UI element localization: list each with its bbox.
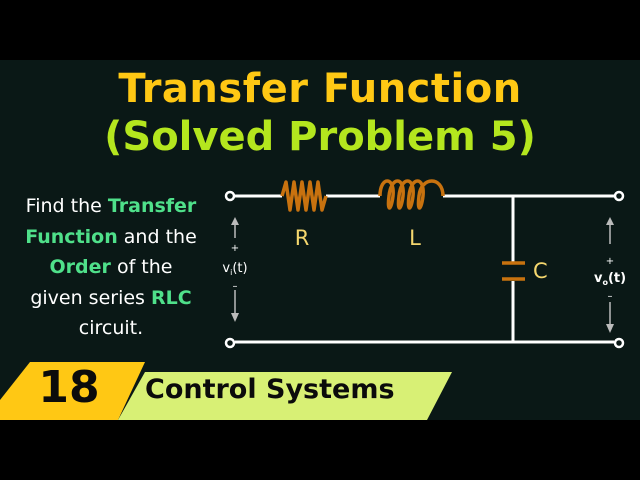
title-main: Transfer Function xyxy=(118,66,522,112)
input-voltage-arrows xyxy=(231,217,239,322)
output-voltage-label: vo(t) xyxy=(594,271,626,287)
slide-background xyxy=(0,60,640,420)
output-plus: + xyxy=(606,256,614,267)
episode-number: 18 xyxy=(38,362,100,413)
problem-text: Find the xyxy=(25,195,108,217)
problem-text: and the xyxy=(117,225,197,248)
inductor-label: L xyxy=(409,226,421,250)
episode-number-badge xyxy=(0,362,145,420)
problem-statement: Find the Transfer Function and the Order… xyxy=(8,191,214,344)
title-subtitle: (Solved Problem 5) xyxy=(104,114,536,160)
input-minus: – xyxy=(233,281,238,292)
capacitor-icon xyxy=(502,261,525,281)
course-title: Control Systems xyxy=(145,374,395,405)
output-minus: – xyxy=(608,291,613,302)
inductor-icon xyxy=(378,179,445,210)
resistor-icon xyxy=(280,180,328,212)
input-voltage-label: vi(t) xyxy=(222,261,247,277)
top-wire xyxy=(235,194,614,344)
output-voltage-arrows xyxy=(606,217,614,333)
resistor-label: R xyxy=(295,226,310,250)
problem-text: of the xyxy=(110,256,173,278)
top-letterbox xyxy=(0,0,640,60)
problem-highlight: Transfer xyxy=(107,195,197,217)
bottom-letterbox xyxy=(0,420,640,480)
problem-text: circuit. xyxy=(78,317,144,339)
course-title-badge xyxy=(118,372,452,420)
capacitor-label: C xyxy=(533,259,548,283)
problem-text: given series xyxy=(30,286,151,309)
input-plus: + xyxy=(231,243,239,254)
terminal-icon xyxy=(224,190,625,349)
problem-highlight: RLC xyxy=(150,286,192,309)
problem-highlight: Function xyxy=(25,225,118,248)
problem-highlight: Order xyxy=(49,256,111,278)
